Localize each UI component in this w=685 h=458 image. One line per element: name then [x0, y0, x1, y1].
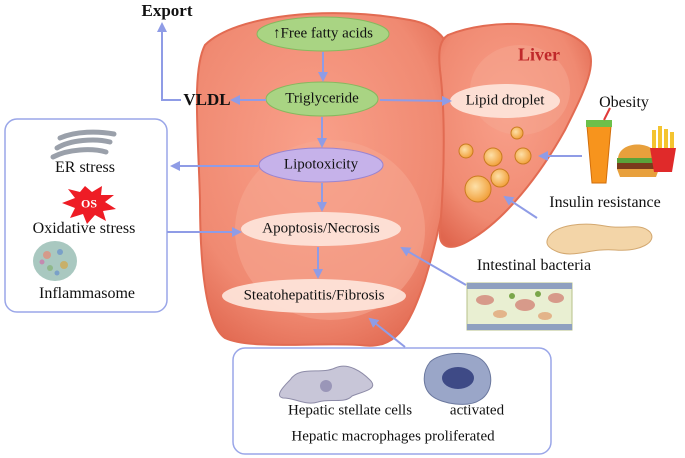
steatohepatitis-fibrosis-label: Steatohepatitis/Fibrosis — [243, 287, 385, 304]
lipid-droplet-circle — [510, 126, 524, 140]
export-label: Export — [141, 1, 193, 20]
os-label: OS — [80, 196, 98, 211]
lipotoxicity-node — [258, 147, 384, 183]
oxidative-stress-label: Oxidative stress — [32, 220, 136, 237]
os-burst-icon — [62, 186, 116, 224]
apoptosis-necrosis-label: Apoptosis/Necrosis — [262, 220, 380, 237]
free-fatty-acids-label: ↑Free fatty acids — [273, 25, 373, 42]
steatohepatitis-node — [222, 279, 406, 313]
triglyceride-label: Triglyceride — [285, 90, 359, 107]
er-stress-icon — [50, 129, 117, 160]
vldl-label: VLDL — [183, 90, 231, 109]
arrow-cells-to-steatohepatitis — [368, 317, 406, 348]
pancreas-icon — [546, 223, 653, 255]
liver-label: Liver — [518, 44, 560, 65]
fries-icon — [650, 126, 676, 172]
er-stress-label: ER stress — [55, 159, 115, 176]
inflammasome-icon — [33, 241, 77, 281]
activated-label: activated — [449, 402, 505, 419]
lipid-droplet-label: Lipid droplet — [465, 92, 545, 109]
arrow-insulin-to-liver — [503, 195, 538, 219]
stellate-cell-nucleus — [320, 380, 332, 392]
free-fatty-acids-node — [256, 16, 390, 52]
lipid-droplet-circle — [514, 147, 532, 165]
arrow-tg-to-lipid-droplet — [379, 95, 452, 106]
hepatic-macrophages-label: Hepatic macrophages proliferated — [291, 428, 495, 445]
hepatic-stellate-cells-label: Hepatic stellate cells — [287, 402, 413, 419]
arrow-bacteria-to-apoptosis — [400, 246, 467, 286]
lipid-droplet-circle — [483, 147, 503, 167]
obesity-label: Obesity — [599, 94, 649, 111]
drink-icon — [586, 107, 612, 184]
lipid-droplet-node — [450, 84, 560, 118]
burger-icon — [617, 144, 659, 177]
lipid-droplet-circle — [490, 168, 510, 188]
arrow-vldl-to-export — [157, 22, 181, 101]
lipid-droplet-circle — [464, 175, 492, 203]
intestine-icon — [466, 282, 573, 331]
lipid-droplet-circle — [458, 143, 474, 159]
lipotoxicity-label: Lipotoxicity — [283, 156, 359, 173]
arrows — [157, 22, 582, 348]
apoptosis-node — [241, 212, 401, 246]
macrophage-nucleus — [442, 367, 474, 389]
inflammasome-label: Inflammasome — [39, 285, 135, 302]
insulin-resistance-label: Insulin resistance — [549, 194, 661, 211]
intestinal-bacteria-label: Intestinal bacteria — [476, 257, 592, 274]
